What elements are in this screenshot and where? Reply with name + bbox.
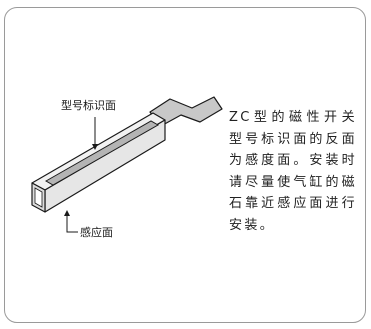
description-text: ZC型的磁性开关型号标识面的反面为感度面。安装时请尽量使气缸的磁石靠近感应面进行… [229, 110, 357, 233]
sensing-face-arrowhead [64, 210, 70, 216]
marking-face-label: 型号标识面 [61, 98, 116, 112]
model-marking-plate [44, 120, 160, 186]
sensing-face-label: 感应面 [80, 225, 113, 239]
marking-face-arrowhead [92, 144, 98, 150]
switch-end-face-inner [34, 187, 43, 208]
sensing-face-leader [66, 212, 78, 233]
